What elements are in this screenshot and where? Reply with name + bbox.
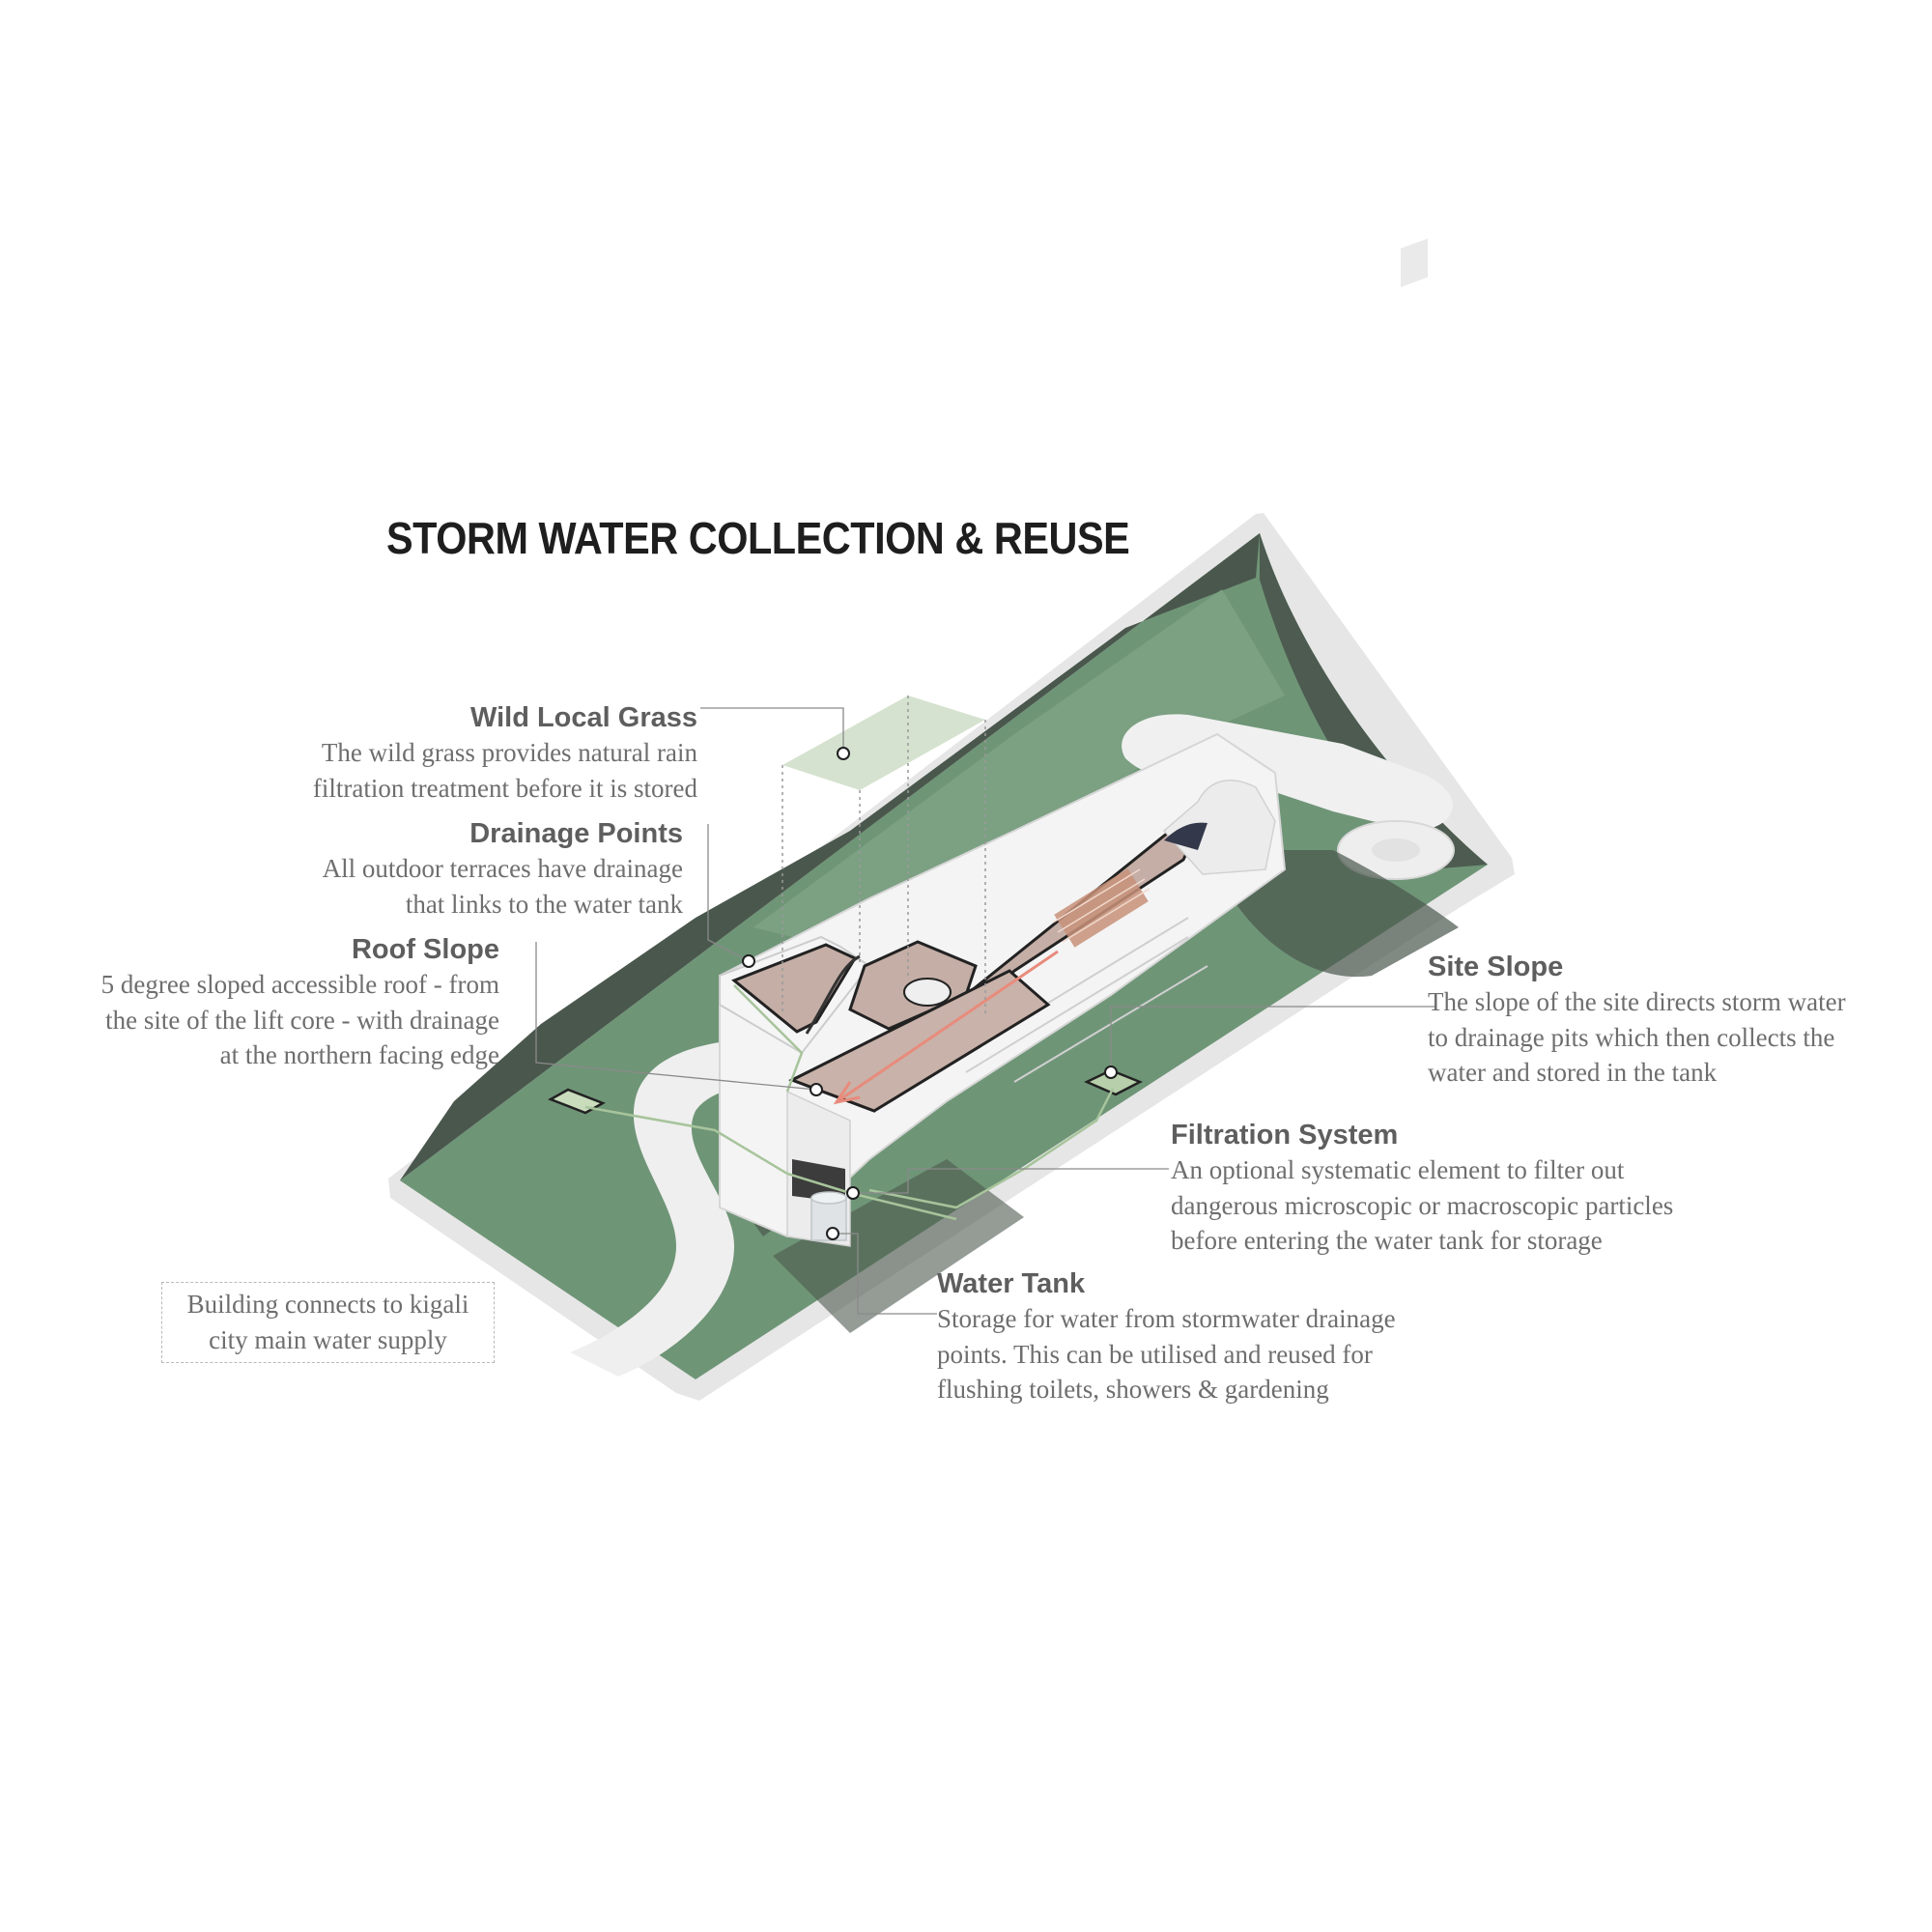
label-filtration-heading: Filtration System xyxy=(1171,1120,1399,1151)
drainage-pipe-left xyxy=(584,1105,957,1221)
city-supply-line-2: city main water supply xyxy=(209,1325,447,1354)
leader-lines xyxy=(535,707,1435,1315)
site-shadow-band xyxy=(400,533,1260,1180)
label-site-slope-line-2: to drainage pits which then collects the xyxy=(1428,1022,1835,1052)
leader-dots xyxy=(742,747,1118,1240)
flow-arrow-head xyxy=(833,1081,861,1105)
label-water-tank-line-2: points. This can be utilised and reused … xyxy=(937,1339,1373,1369)
solar-panel-grid xyxy=(1052,868,1151,943)
dot-filtration xyxy=(846,1186,860,1200)
label-roof-slope-line-3: at the northern facing edge xyxy=(219,1040,499,1069)
water-tank-top xyxy=(810,1191,847,1205)
label-water-tank-line-1: Storage for water from stormwater draina… xyxy=(937,1304,1396,1333)
label-site-slope-line-3: water and stored in the tank xyxy=(1428,1058,1718,1087)
city-water-supply-note: Building connects to kigali city main wa… xyxy=(161,1282,495,1363)
label-filtration-line-3: before entering the water tank for stora… xyxy=(1171,1226,1603,1255)
label-wild-grass-heading: Wild Local Grass xyxy=(469,702,697,733)
dot-roof-slope xyxy=(810,1083,823,1096)
lift-core-shadow xyxy=(1164,822,1208,850)
label-wild-grass: Wild Local Grass The wild grass provides… xyxy=(313,700,697,806)
terrace-curve xyxy=(805,954,861,1035)
leader-drainage xyxy=(707,824,750,962)
label-water-tank-heading: Water Tank xyxy=(937,1268,1086,1299)
terrace-roof xyxy=(731,943,858,1034)
label-site-slope-line-1: The slope of the site directs storm wate… xyxy=(1428,987,1846,1016)
label-site-slope: Site Slope The slope of the site directs… xyxy=(1428,950,1846,1091)
spiral-stair-core xyxy=(1372,838,1420,862)
winding-path xyxy=(570,1037,831,1377)
leader-roof-slope xyxy=(535,942,817,1091)
label-water-tank: Water Tank Storage for water from stormw… xyxy=(937,1266,1396,1407)
diagram-title: STORM WATER COLLECTION & REUSE xyxy=(386,513,1130,563)
flow-arrow xyxy=(839,950,1059,1101)
label-drainage-heading: Drainage Points xyxy=(469,818,683,849)
leader-water-tank xyxy=(833,1233,937,1315)
grass-highlight-upper xyxy=(753,589,1285,956)
drainage-pit-right xyxy=(1083,1068,1143,1096)
label-water-tank-line-3: flushing toilets, showers & gardening xyxy=(937,1375,1329,1404)
walkway-shadow xyxy=(1208,850,1459,978)
lower-shadow xyxy=(773,1159,1024,1333)
label-filtration-line-1: An optional systematic element to filter… xyxy=(1171,1155,1625,1184)
dot-site-slope xyxy=(1104,1065,1118,1079)
label-drainage-line-1: All outdoor terraces have drainage xyxy=(322,854,683,883)
label-roof-slope: Roof Slope 5 degree sloped accessible ro… xyxy=(101,932,499,1073)
label-wild-grass-line-2: filtration treatment before it is stored xyxy=(312,773,697,803)
label-site-slope-heading: Site Slope xyxy=(1428,952,1564,982)
label-drainage-points: Drainage Points All outdoor terraces hav… xyxy=(323,816,683,922)
lift-core xyxy=(1162,780,1276,875)
grass-swatch xyxy=(782,696,985,790)
corner-tower xyxy=(1401,239,1428,288)
dot-wild-grass xyxy=(837,747,850,760)
projection-lines xyxy=(781,696,986,1014)
leader-wild-grass xyxy=(700,707,844,753)
label-roof-slope-line-1: 5 degree sloped accessible roof - from xyxy=(100,970,499,999)
dot-water-tank xyxy=(826,1227,839,1240)
dot-drainage xyxy=(742,954,755,968)
leader-site-slope xyxy=(1110,1006,1435,1072)
label-wild-grass-line-1: The wild grass provides natural rain xyxy=(321,738,697,767)
solar-panels xyxy=(1054,868,1149,948)
label-filtration-line-2: dangerous microscopic or macroscopic par… xyxy=(1171,1190,1674,1220)
leader-filtration xyxy=(853,1168,1169,1194)
label-roof-slope-heading: Roof Slope xyxy=(351,934,499,965)
roof-opening xyxy=(903,978,952,1007)
city-supply-line-1: Building connects to kigali xyxy=(186,1290,469,1319)
drainage-pipe-terrace xyxy=(733,984,804,1093)
label-drainage-line-2: that links to the water tank xyxy=(405,889,683,919)
label-filtration-system: Filtration System An optional systematic… xyxy=(1171,1118,1673,1259)
label-roof-slope-line-2: the site of the lift core - with drainag… xyxy=(105,1005,499,1035)
